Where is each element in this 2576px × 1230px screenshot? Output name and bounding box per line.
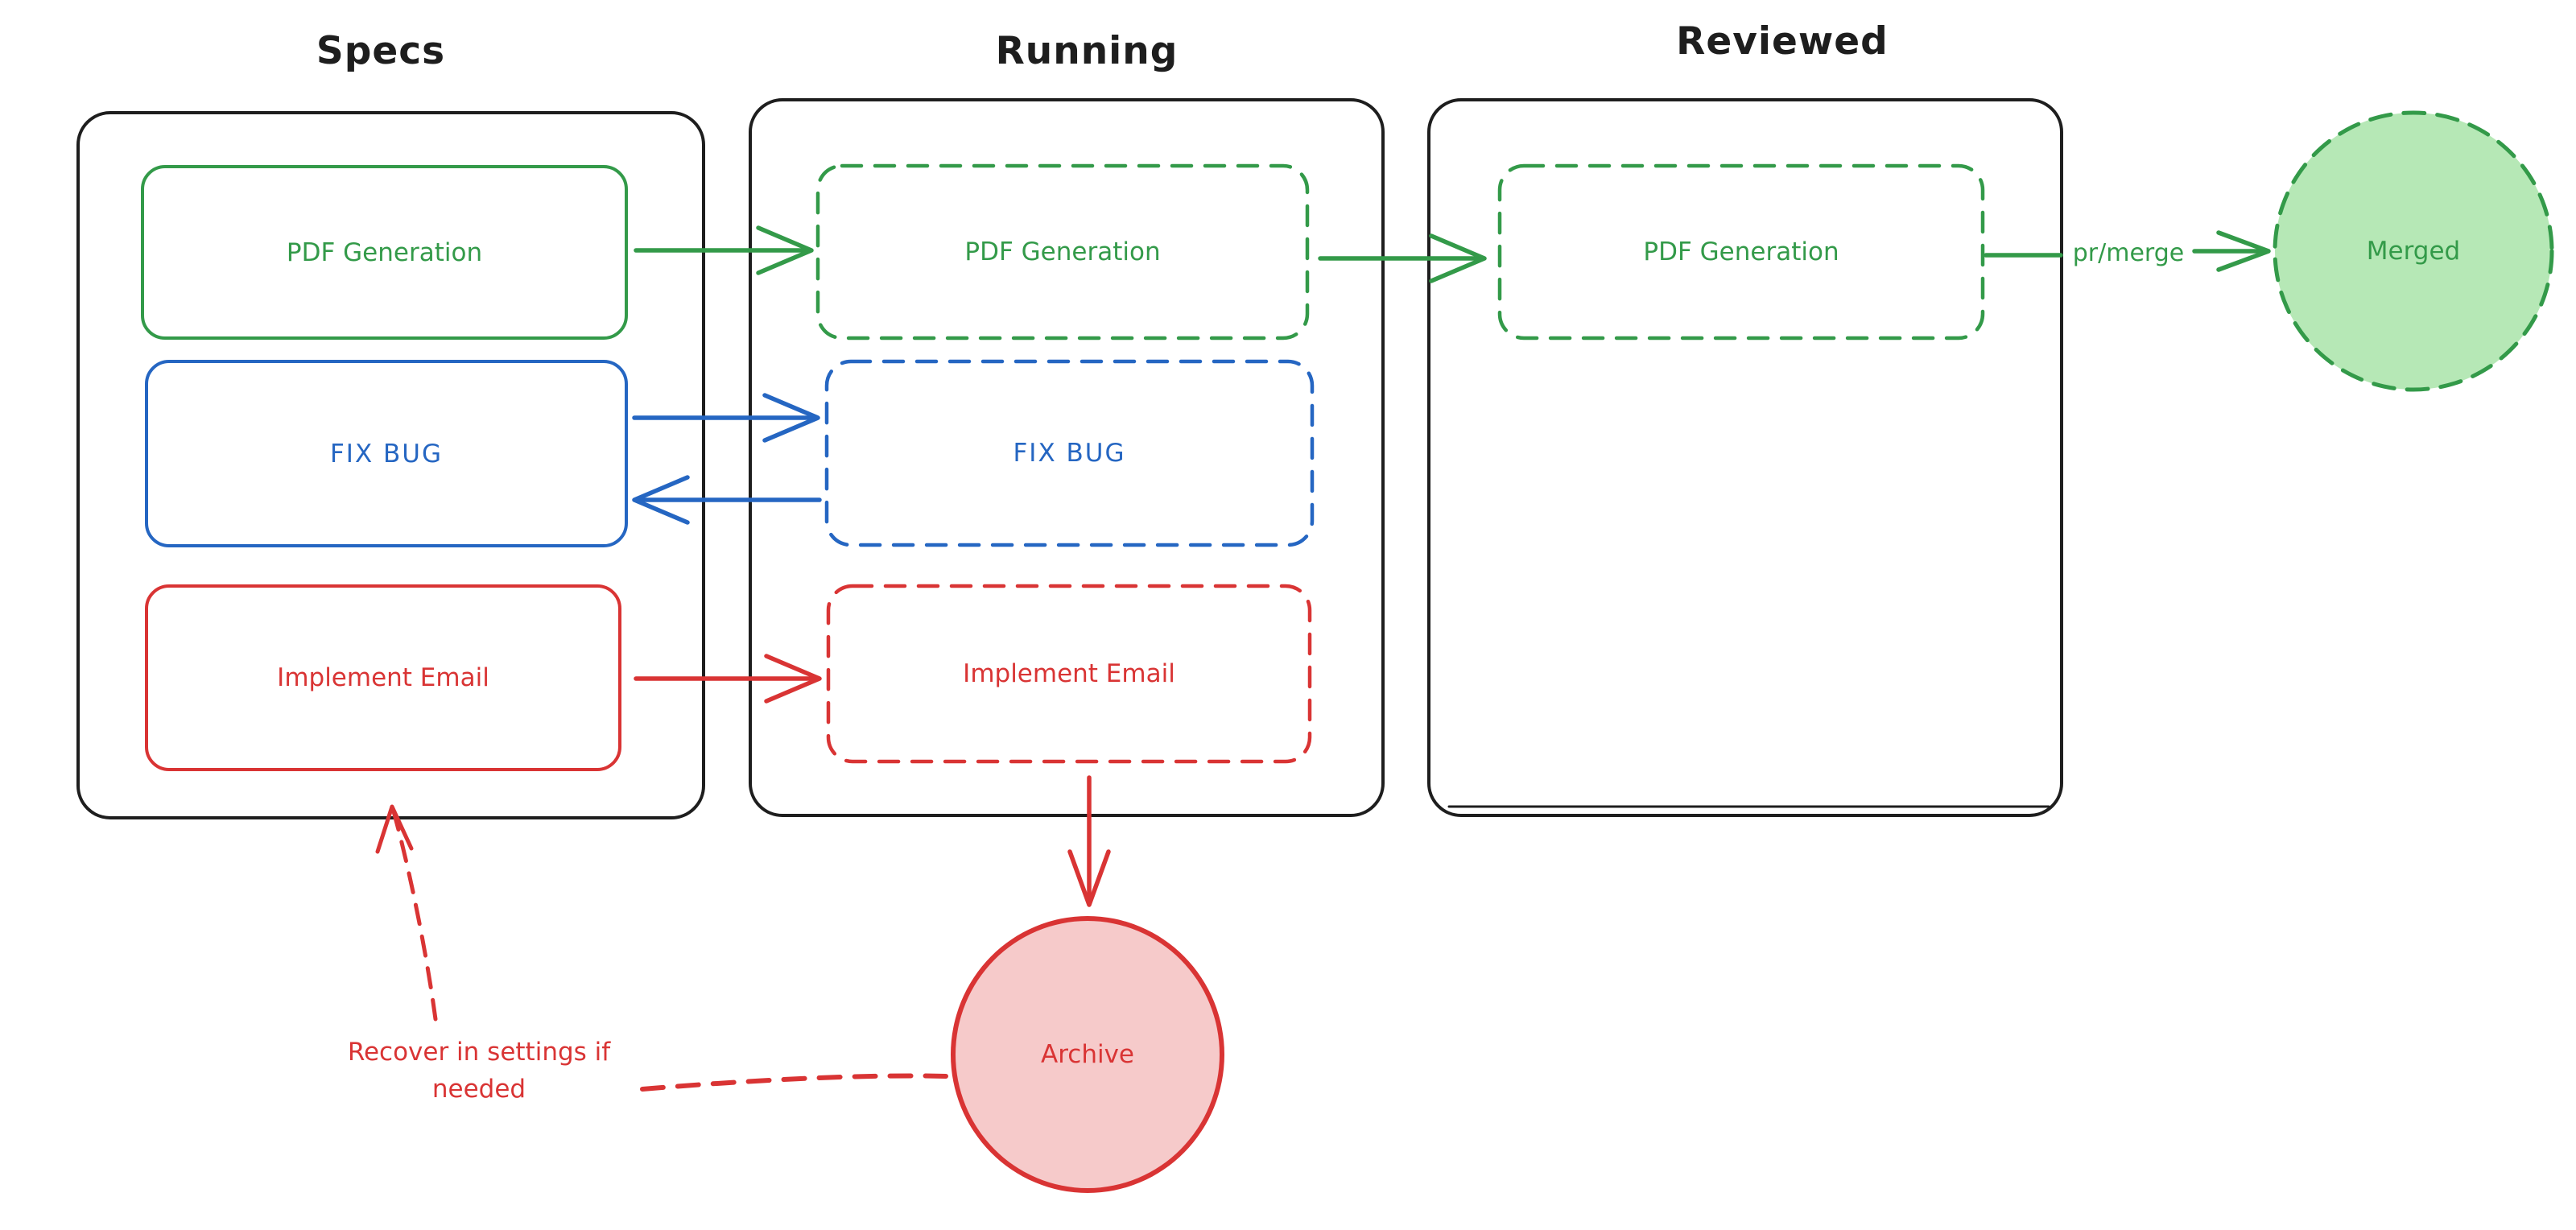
card-label: Implement Email (963, 659, 1175, 688)
card-running-implement-email-outline[interactable] (826, 584, 1312, 764)
arrow-fixbug-running-to-specs[interactable] (632, 475, 822, 525)
card-specs-pdf-generation[interactable]: PDF Generation (141, 165, 628, 340)
card-label: PDF Generation (286, 237, 483, 267)
card-label: Implement Email (277, 663, 489, 692)
card-reviewed-pdf-generation[interactable]: PDF Generation (1500, 166, 1983, 338)
card-running-fix-bug-outline[interactable] (824, 359, 1315, 547)
card-specs-fix-bug[interactable]: FIX BUG (145, 360, 628, 547)
archive-node-label: Archive (1041, 1040, 1134, 1069)
column-container-running[interactable] (749, 98, 1385, 817)
archive-node[interactable]: Archive (951, 916, 1224, 1193)
arrow-pdf-running-to-reviewed[interactable] (1318, 233, 1487, 283)
card-running-implement-email[interactable]: Implement Email (828, 586, 1310, 762)
card-specs-implement-email[interactable]: Implement Email (145, 584, 621, 771)
recover-note-line2: needed (431, 1075, 526, 1104)
card-running-pdf-generation[interactable]: PDF Generation (818, 166, 1307, 338)
recover-note[interactable]: Recover in settings if needed (302, 1034, 656, 1108)
card-label: PDF Generation (1643, 237, 1839, 266)
column-title-reviewed[interactable]: Reviewed (1676, 19, 1889, 64)
pr-merge-edge-label[interactable]: pr/merge (2072, 239, 2185, 267)
merged-node-shape[interactable] (2273, 110, 2554, 392)
card-label: PDF Generation (964, 237, 1161, 266)
card-label: FIX BUG (1013, 439, 1126, 468)
column-container-reviewed[interactable] (1427, 98, 2063, 817)
arrow-fixbug-specs-to-running[interactable] (632, 393, 820, 443)
card-label: FIX BUG (329, 439, 444, 468)
recover-note-line1: Recover in settings if (347, 1038, 611, 1067)
arrow-pr-merge-to-merged[interactable] (2192, 230, 2271, 272)
card-running-pdf-generation-outline[interactable] (815, 163, 1310, 341)
card-running-fix-bug[interactable]: FIX BUG (827, 361, 1312, 545)
arrow-email-running-to-archive[interactable] (1067, 775, 1111, 907)
arrow-email-specs-to-running[interactable] (634, 654, 822, 704)
column-title-specs[interactable]: Specs (316, 29, 446, 73)
column-container-specs[interactable] (76, 111, 705, 819)
column-title-running[interactable]: Running (995, 29, 1179, 73)
merged-node-label: Merged (2366, 237, 2461, 266)
arrow-pdf-specs-to-running[interactable] (634, 225, 814, 275)
connector-note-to-archive[interactable] (640, 1073, 948, 1092)
card-reviewed-pdf-generation-outline[interactable] (1497, 163, 1985, 341)
merged-node[interactable]: Merged (2275, 113, 2552, 390)
arrow-recover-to-specs-email[interactable] (375, 804, 438, 1022)
